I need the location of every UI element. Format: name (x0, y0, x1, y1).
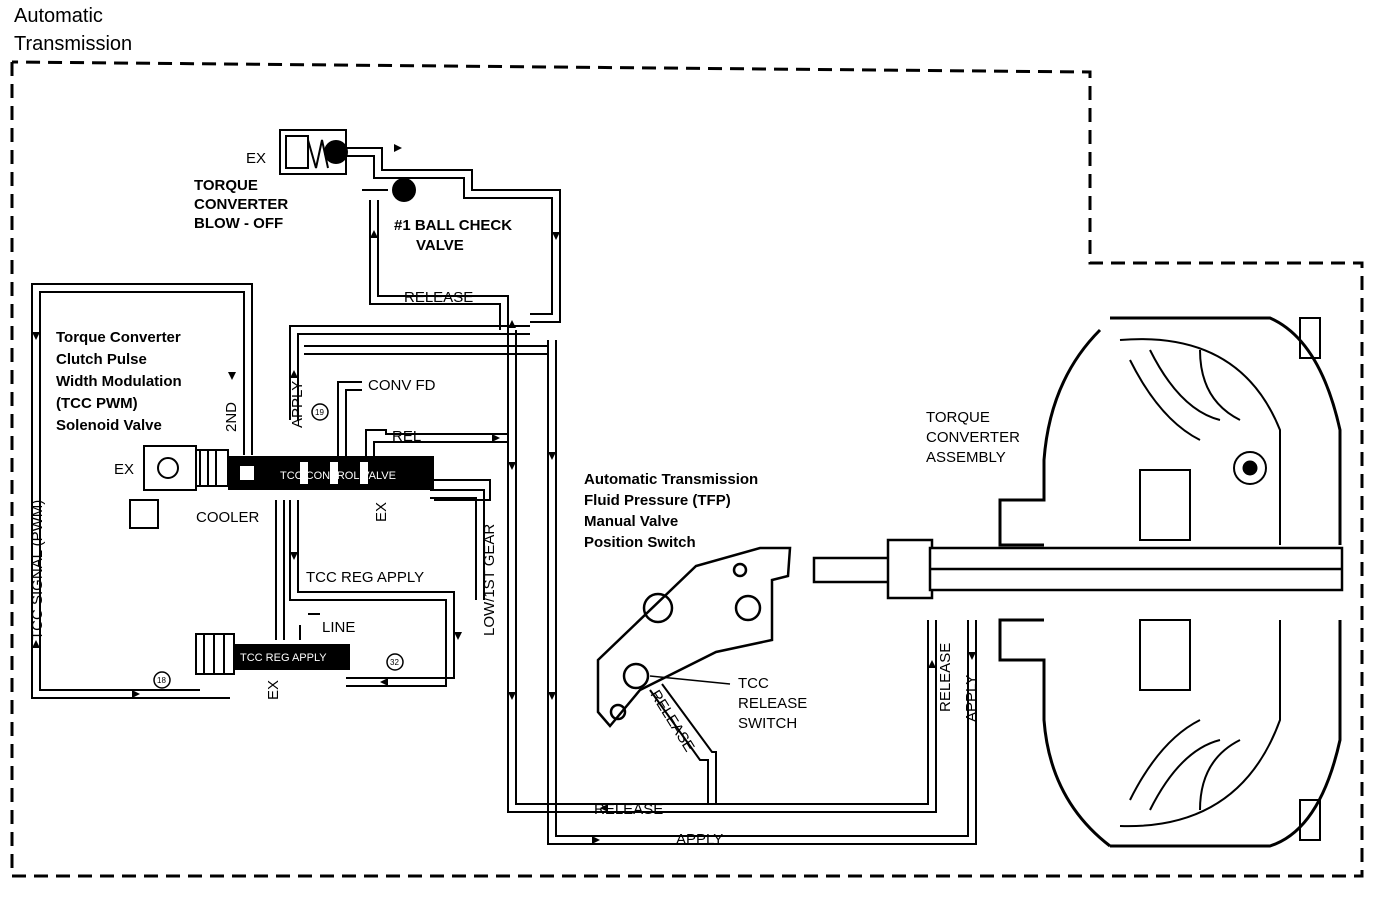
second-gear-label: 2ND (223, 402, 240, 432)
tfp-switch-plate (596, 546, 792, 728)
orifice-18-label: 18 (157, 676, 166, 685)
orifice-18-icon (153, 671, 171, 689)
apply-bottom-label: APPLY (676, 831, 723, 848)
torque-converter-assembly (998, 316, 1342, 848)
release-switch-leader (649, 675, 731, 685)
solenoid-label-1: Torque Converter (56, 329, 181, 346)
ball-check (392, 178, 416, 202)
tcc-release-switch-3: SWITCH (738, 715, 797, 732)
tfp-label-1: Automatic Transmission (584, 471, 758, 488)
fluid-passages (31, 147, 977, 845)
release-top-label: RELEASE (404, 289, 473, 306)
tfp-label-4: Position Switch (584, 534, 696, 551)
ball-check-label-1: #1 BALL CHECK (394, 217, 512, 234)
torque-converter-label-1: TORQUE (926, 409, 990, 426)
ball-check-label-2: VALVE (416, 237, 464, 254)
tcc-signal-label: TCC SIGNAL (PWM) (29, 500, 46, 640)
blowoff-label-1: TORQUE (194, 177, 258, 194)
tcc-control-valve (228, 456, 491, 501)
tfp-label-2: Fluid Pressure (TFP) (584, 492, 731, 509)
tcc-reg-apply-valve (195, 633, 350, 675)
blowoff-label-3: BLOW - OFF (194, 215, 283, 232)
solenoid-label-4: (TCC PWM) (56, 395, 138, 412)
torque-converter-label-2: CONVERTER (926, 429, 1020, 446)
blow-off-valve (279, 129, 348, 175)
solenoid-label-5: Solenoid Valve (56, 417, 162, 434)
blowoff-label-2: CONVERTER (194, 196, 288, 213)
release-vertical-right-label: RELEASE (937, 643, 954, 712)
orifice-19-label: 19 (315, 408, 324, 417)
apply-vertical-right-label: APPLY (963, 675, 980, 722)
torque-converter-label-3: ASSEMBLY (926, 449, 1006, 466)
blowoff-ex-label: EX (246, 150, 266, 167)
tcc-release-switch-1: TCC (738, 675, 769, 692)
orifice-19-icon (311, 403, 329, 421)
orifice-32-icon (386, 653, 404, 671)
line-label: LINE (322, 619, 355, 636)
solenoid-label-3: Width Modulation (56, 373, 182, 390)
orifice-32-label: 32 (390, 658, 399, 667)
tcc-reg-apply-line-label: TCC REG APPLY (306, 569, 424, 586)
flow-arrows (32, 144, 976, 844)
tcc-pwm-solenoid (129, 445, 229, 529)
title-line-1: Automatic (14, 5, 103, 27)
tcc-control-valve-label: TCC CONTROL VALVE (280, 470, 396, 482)
conv-fd-label: CONV FD (368, 377, 436, 394)
apply-vertical-label: APPLY (289, 381, 306, 428)
release-bottom-label: RELEASE (594, 801, 663, 818)
rel-label: REL (392, 428, 421, 445)
low-1st-gear-label: LOW/1ST GEAR (481, 524, 498, 636)
tcc-release-switch-2: RELEASE (738, 695, 807, 712)
control-ex-label: EX (373, 502, 390, 522)
tfp-label-3: Manual Valve (584, 513, 678, 530)
cooler-label: COOLER (196, 509, 260, 526)
title-line-2: Transmission (14, 33, 132, 55)
transmission-boundary (10, 60, 1364, 878)
tcc-reg-apply-valve-label: TCC REG APPLY (240, 652, 327, 664)
input-shaft (812, 538, 1344, 600)
solenoid-ex-label: EX (114, 461, 134, 478)
reg-ex-label: EX (265, 680, 282, 700)
solenoid-label-2: Clutch Pulse (56, 351, 147, 368)
